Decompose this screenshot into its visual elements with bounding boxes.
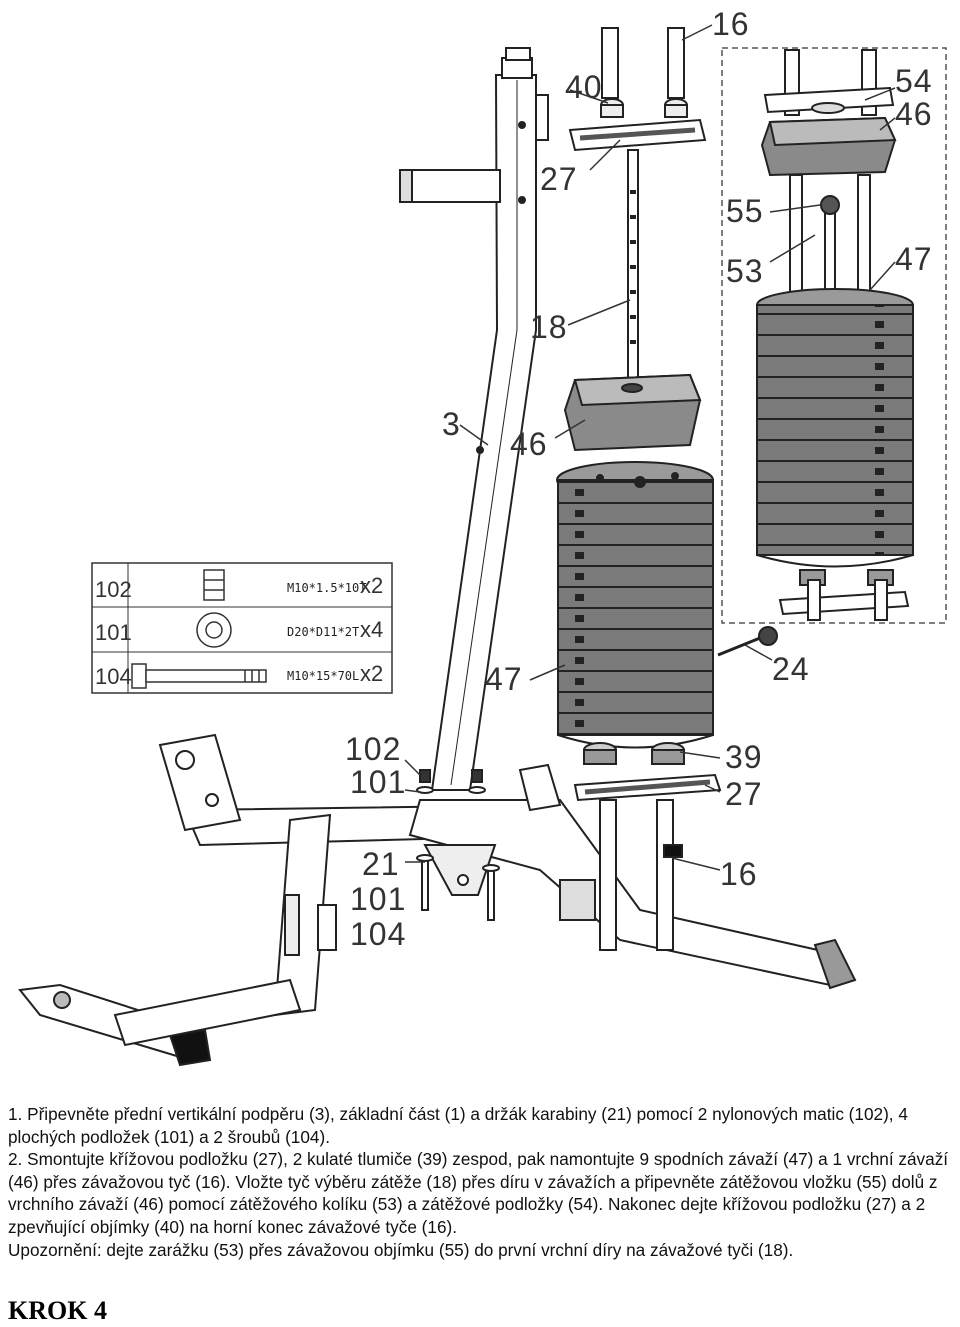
- leader-lines: [404, 24, 896, 871]
- callout-54: 54: [895, 63, 933, 99]
- callout-40: 40: [565, 69, 603, 105]
- hw-qty-104: x2: [360, 661, 383, 686]
- hw-spec-101: D20*D11*2T: [287, 625, 359, 639]
- callout-labels: 16 40 27 54 46 55 53 47 18 3 46 47 24 10…: [345, 6, 933, 952]
- bolt-icon: [131, 663, 267, 689]
- exploded-assembly-diagram: 102 101 104 M10*1.5*10T D20*D11*2T M10*1…: [18, 6, 947, 1067]
- cross-plate-top: [568, 118, 707, 152]
- callout-47: 47: [485, 661, 523, 697]
- callout-46-inset: 46: [895, 96, 933, 132]
- weight-pin: [717, 626, 778, 657]
- hw-qty-102: x2: [360, 573, 383, 598]
- hw-spec-102: M10*1.5*10T: [287, 581, 366, 595]
- washer-icon: [196, 612, 232, 648]
- callout-27-top: 27: [540, 161, 578, 197]
- callout-18: 18: [530, 309, 568, 345]
- hw-part-101: 101: [95, 620, 132, 645]
- front-vertical-post: [399, 47, 549, 791]
- callout-16-top: 16: [712, 6, 750, 42]
- guide-rods: [599, 27, 685, 951]
- instruction-note: Upozornění: dejte zarážku (53) přes záva…: [8, 1239, 794, 1260]
- callout-39: 39: [725, 739, 763, 775]
- callout-46: 46: [510, 426, 548, 462]
- callout-53: 53: [726, 253, 764, 289]
- detail-inset: [721, 47, 947, 624]
- hw-part-102: 102: [95, 577, 132, 602]
- assembly-bolts: [416, 769, 500, 921]
- instruction-step-1: 1. Připevněte přední vertikální podpěru …: [8, 1104, 908, 1147]
- reinforcing-collars: [600, 98, 688, 118]
- instructions: 1. Připevněte přední vertikální podpěru …: [8, 1103, 956, 1261]
- callout-24: 24: [772, 651, 810, 687]
- callout-27-bottom: 27: [725, 776, 763, 812]
- selector-rod: [627, 149, 639, 386]
- callout-21: 21: [362, 846, 400, 882]
- callout-102: 102: [345, 731, 401, 767]
- step-heading: KROK 4: [8, 1296, 107, 1325]
- top-weight: [563, 373, 702, 452]
- hardware-table: 102 101 104 M10*1.5*10T D20*D11*2T M10*1…: [91, 562, 393, 694]
- callout-101-lower: 101: [350, 881, 406, 917]
- bumpers-and-lower-plate: [573, 742, 722, 802]
- nut-icon: [203, 569, 225, 601]
- instruction-step-2: 2. Smontujte křížovou podložku (27), 2 k…: [8, 1149, 949, 1237]
- callout-55: 55: [726, 193, 764, 229]
- callout-47-inset: 47: [895, 241, 933, 277]
- base-frame: [18, 733, 857, 1067]
- callout-104: 104: [350, 916, 406, 952]
- callout-101: 101: [350, 764, 406, 800]
- weight-stack: [556, 461, 714, 749]
- callout-16-bottom: 16: [720, 856, 758, 892]
- hw-spec-104: M10*15*70L: [287, 669, 359, 683]
- hw-part-104: 104: [95, 664, 132, 689]
- hw-qty-101: x4: [360, 617, 383, 642]
- callout-3: 3: [442, 406, 461, 442]
